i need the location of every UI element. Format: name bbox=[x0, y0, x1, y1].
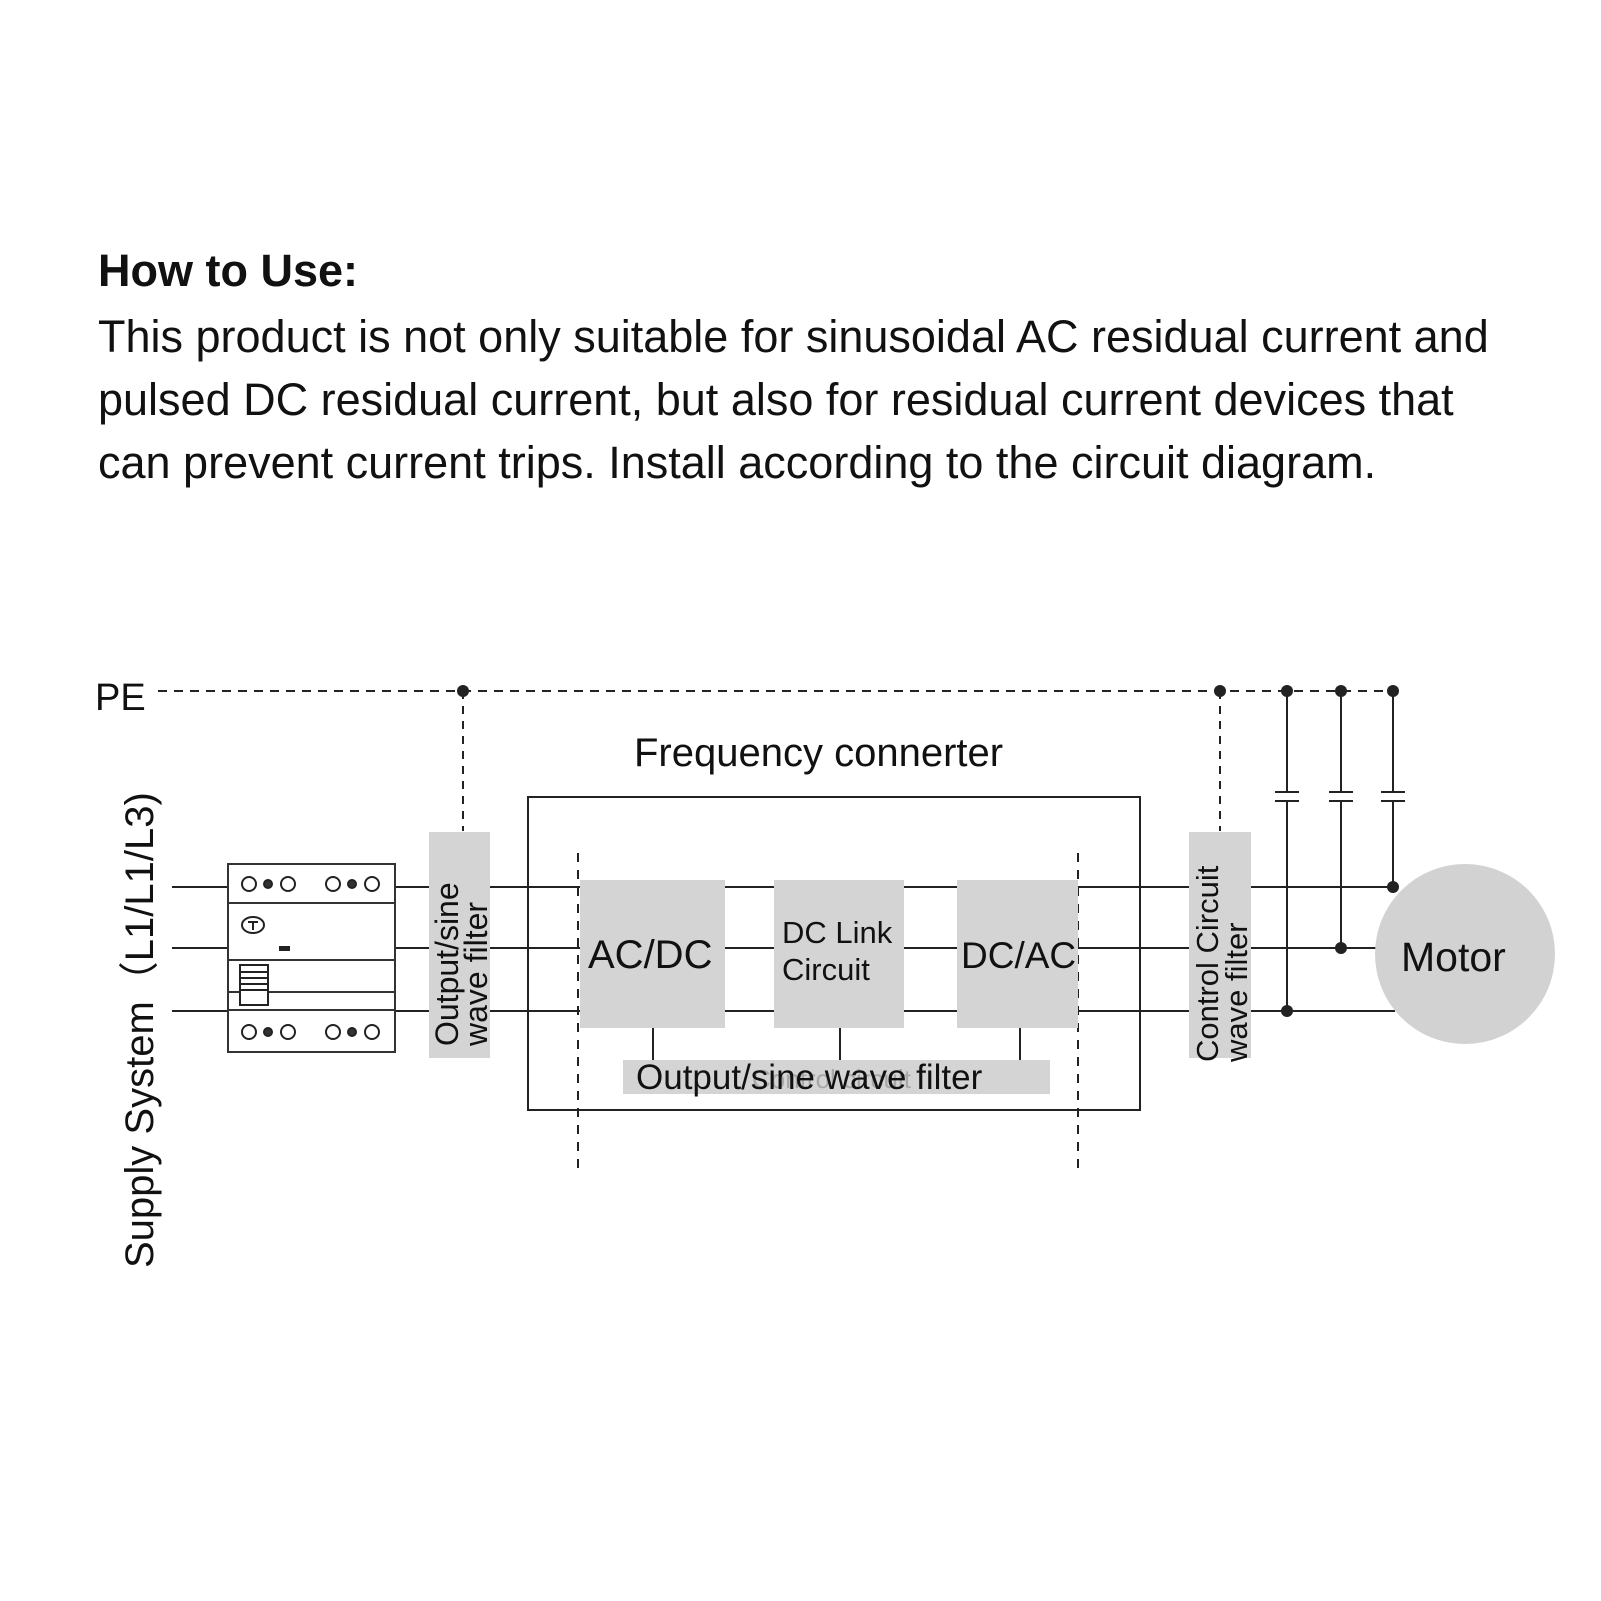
junction-dots bbox=[1281, 685, 1399, 1017]
heading: How to Use: bbox=[98, 245, 359, 296]
bottom-filter-label: Output/sine wave filter bbox=[636, 1058, 983, 1097]
dc-link-label-line1: DC Link bbox=[782, 915, 893, 950]
terminal-screws-top bbox=[241, 876, 380, 892]
input-filter-label-line1: Output/sine bbox=[429, 882, 465, 1046]
rcd-breaker bbox=[227, 863, 396, 1053]
junction-dot bbox=[1214, 685, 1226, 697]
junction-dot bbox=[457, 685, 469, 697]
description: This product is not only suitable for si… bbox=[98, 311, 1489, 488]
supply-system-label: Supply System（L1/L1/L3) bbox=[118, 792, 162, 1268]
input-filter-block bbox=[429, 832, 490, 1058]
terminal-screws-bottom bbox=[241, 1024, 380, 1040]
converter-box bbox=[527, 796, 1141, 1111]
capacitor-1 bbox=[1275, 691, 1299, 1011]
bottom-filter-block bbox=[623, 1060, 1050, 1094]
bottom-ghost-label: Control circuit bbox=[752, 1064, 912, 1094]
motor bbox=[1375, 864, 1555, 1044]
acdc-label: AC/DC bbox=[588, 933, 712, 977]
test-button-icon bbox=[241, 916, 265, 934]
output-filter-label-line2: wave filter bbox=[1219, 922, 1254, 1063]
input-filter-label-line2: wave filter bbox=[458, 902, 494, 1047]
acdc-block bbox=[580, 880, 725, 1028]
toggle-lever-icon bbox=[239, 964, 269, 1006]
pe-label: PE bbox=[95, 677, 146, 719]
motor-label: Motor bbox=[1401, 934, 1506, 980]
capacitor-3 bbox=[1381, 691, 1405, 887]
dc-link-label-line2: Circuit bbox=[782, 952, 870, 987]
converter-title: Frequency connerter bbox=[634, 731, 1003, 775]
indicator-window bbox=[279, 946, 290, 951]
dc-link-block bbox=[774, 880, 904, 1028]
output-filter-label-line1: Control Circuit bbox=[1190, 865, 1225, 1062]
output-filter-block bbox=[1189, 832, 1251, 1058]
capacitor-2 bbox=[1329, 691, 1353, 948]
dcac-block bbox=[957, 880, 1078, 1028]
dcac-label: DC/AC bbox=[961, 935, 1076, 976]
